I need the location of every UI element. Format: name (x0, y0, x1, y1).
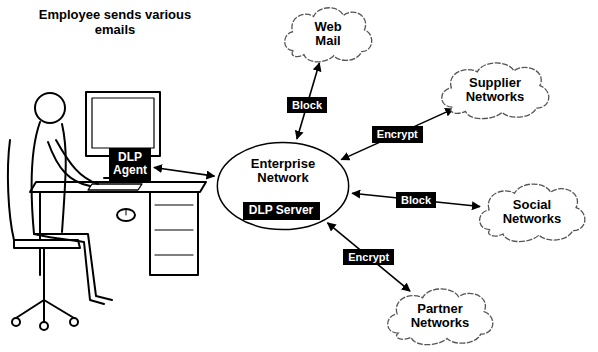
text-group: Enterprise Network (251, 157, 315, 186)
node-text: Supplier Networks (466, 76, 525, 105)
text-group: Social Networks (503, 198, 562, 227)
action-tag: Encrypt (372, 126, 423, 143)
dlp-agent-box: DLP Agent (109, 148, 151, 181)
network-cloud: Social Networks (474, 179, 590, 245)
connector-arrow (341, 109, 453, 160)
network-cloud: Supplier Networks (436, 58, 554, 122)
text-group: Web Mail (314, 20, 341, 49)
node-text: Partner Networks (411, 302, 470, 331)
action-tag: Block (396, 192, 436, 209)
dlp-server-box: DLP Server (243, 202, 320, 220)
node-text: DLP Agent (113, 151, 147, 177)
connector-arrow (328, 223, 411, 291)
node-text: DLP Server (249, 204, 313, 217)
text-group: Supplier Networks (466, 76, 525, 105)
node-text: Enterprise Network (251, 157, 315, 186)
node-text: Social Networks (503, 198, 562, 227)
text-group: Partner Networks (411, 302, 470, 331)
network-ellipse: Enterprise NetworkDLP Server (216, 141, 350, 231)
network-cloud: Web Mail (280, 3, 376, 65)
text-group: DLP Agent (113, 151, 147, 177)
network-cloud: Partner Networks (382, 284, 498, 348)
connector-arrow (154, 167, 215, 176)
action-tag: Encrypt (343, 249, 394, 266)
action-tag: Block (287, 97, 327, 114)
text-group: DLP Server (249, 204, 313, 217)
caption-label: Employee sends various emails (30, 8, 200, 38)
node-text: Web Mail (314, 20, 341, 49)
